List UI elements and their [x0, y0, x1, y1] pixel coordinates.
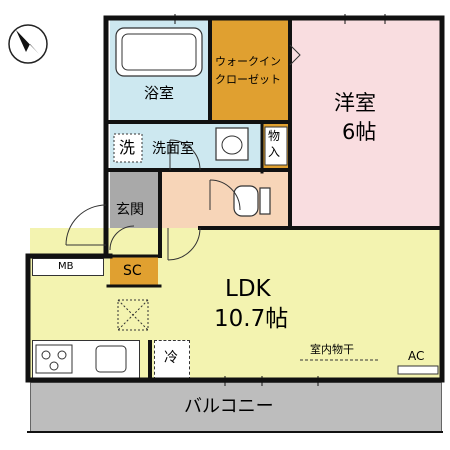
western-room-floor: [292, 20, 442, 228]
entrance-label: 玄関: [116, 202, 144, 218]
mb-label: MB: [58, 261, 74, 272]
balcony-label: バルコニー: [184, 396, 274, 417]
walkin-closet-label-line1: ウォークイン: [215, 55, 281, 68]
ldk-label: LDK: [225, 276, 271, 302]
bathroom-label: 浴室: [144, 84, 175, 102]
washroom-label: 洗面室: [152, 141, 194, 157]
north-arrow-icon: [6, 22, 50, 66]
western-room-label: 洋室: [334, 91, 376, 115]
walkin-closet-label-line2: クローゼット: [215, 73, 281, 86]
indoor-drying-label: 室内物干: [310, 343, 354, 356]
sc-label: SC: [123, 263, 142, 279]
storage-label-line2: 入: [268, 145, 281, 159]
ac-label: AC: [408, 349, 425, 363]
washer-label: 洗: [119, 138, 136, 157]
fridge-label: 冷: [164, 350, 178, 366]
ldk-size: 10.7帖: [214, 306, 289, 332]
western-room-size: 6帖: [342, 120, 377, 144]
sc-floor: [110, 256, 158, 286]
fridge-space: [154, 340, 190, 380]
storage-label-line1: 物: [268, 129, 281, 143]
walkin-closet-floor: [210, 20, 290, 120]
